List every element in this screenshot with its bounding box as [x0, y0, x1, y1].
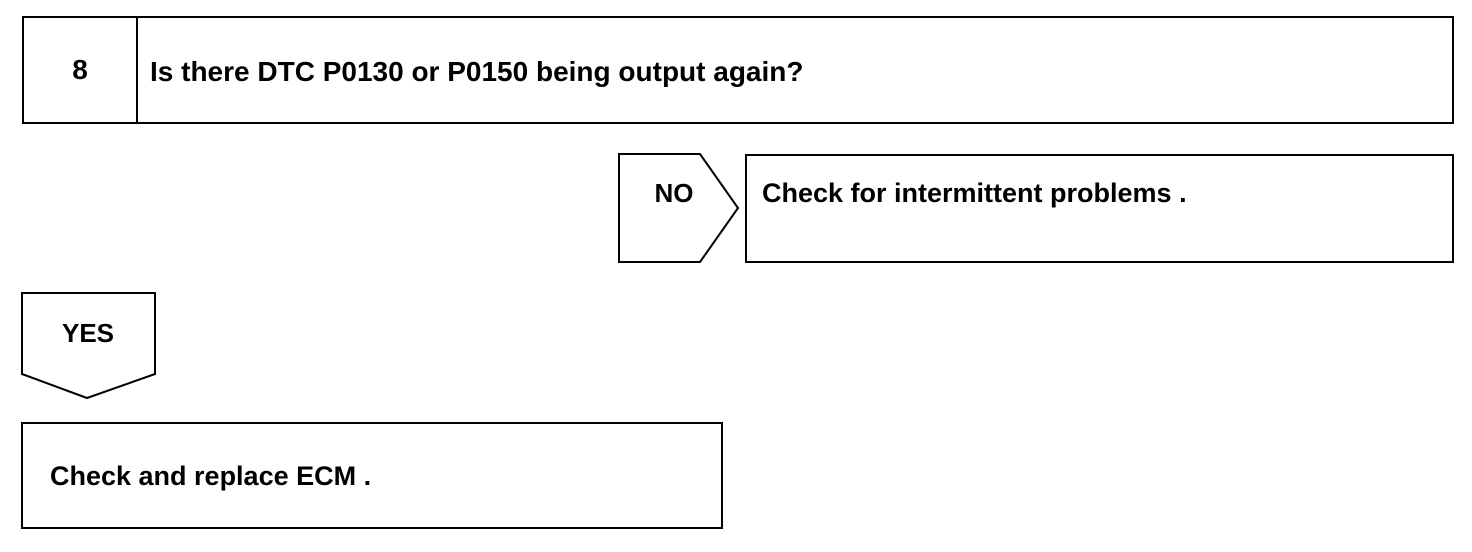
yes-arrow-shape — [21, 292, 156, 400]
no-result-box: Check for intermittent problems . — [745, 154, 1454, 263]
yes-branch-label: YES — [61, 318, 115, 348]
step-question: Is there DTC P0130 or P0150 being output… — [150, 56, 804, 87]
step-number: 8 — [24, 18, 138, 122]
yes-result-text: Check and replace ECM . — [50, 461, 372, 491]
no-arrow-shape — [618, 153, 740, 263]
no-result-text: Check for intermittent problems . — [762, 178, 1187, 208]
yes-result-box: Check and replace ECM . — [21, 422, 723, 529]
step-box: 8 Is there DTC P0130 or P0150 being outp… — [22, 16, 1454, 124]
no-branch-label: NO — [654, 178, 694, 208]
